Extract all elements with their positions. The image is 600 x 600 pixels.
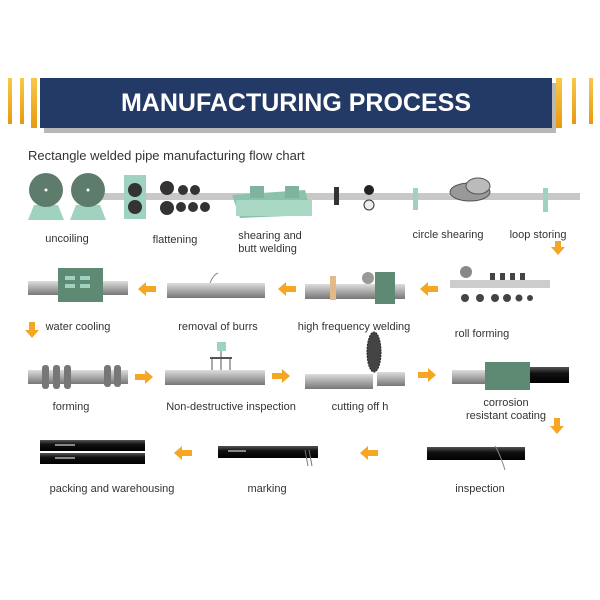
arrow-left-icon [174, 446, 192, 460]
label-line: corrosion [483, 397, 529, 409]
arrow-left-icon [138, 282, 156, 296]
step-label-forming: forming [52, 401, 90, 413]
ndi-machine [165, 342, 265, 385]
steel-strip [100, 193, 580, 200]
arrow-right-icon [418, 368, 436, 382]
step-label-roll-forming: roll forming [454, 328, 510, 340]
gold-stripe [589, 78, 593, 124]
step-label-removal-of-burrs: removal of burrs [178, 321, 258, 333]
gold-stripe [31, 78, 37, 128]
deburring-pipe [167, 272, 265, 298]
arrow-down-icon [551, 241, 565, 255]
hf-welding-machine [305, 272, 405, 304]
arrow-right-icon [135, 370, 153, 384]
arrow-right-icon [272, 369, 290, 383]
label-line: shearing and [238, 230, 302, 242]
arrow-down-icon [25, 322, 39, 338]
roll-forming-machine [450, 266, 550, 302]
inspection-pipe [427, 445, 525, 471]
gold-stripe [20, 78, 24, 124]
cutters [334, 185, 375, 211]
label-line: butt welding [238, 243, 297, 255]
arrow-left-icon [420, 282, 438, 296]
loop-storing-stand [543, 188, 548, 212]
gold-stripe [556, 78, 562, 128]
page-title: MANUFACTURING PROCESS [120, 89, 471, 117]
shearing-welding-machine [232, 186, 312, 218]
step-label-hf-welding: high frequency welding [297, 321, 411, 333]
gold-stripe [8, 78, 12, 124]
arrow-down-icon [550, 418, 564, 434]
title-banner: MANUFACTURING PROCESS [40, 78, 552, 128]
flattening-rollers [124, 175, 210, 219]
step-label-uncoiling: uncoiling [45, 233, 89, 245]
forming-rollers [28, 365, 128, 389]
flow-arrows [25, 241, 565, 460]
coating-machine [452, 362, 569, 390]
step-label-marking: marking [247, 483, 287, 495]
step-label-flattening: flattening [152, 234, 198, 246]
step-label-loop-storing: loop storing [509, 229, 567, 241]
step-label-packing: packing and warehousing [49, 483, 175, 495]
uncoiling-machine [28, 173, 106, 220]
step-label-circle-shearing: circle shearing [412, 229, 484, 241]
step-label-water-cooling: water cooling [45, 321, 111, 333]
cutting-saw [305, 331, 405, 389]
marking-pipe [218, 446, 318, 467]
subtitle: Rectangle welded pipe manufacturing flow… [28, 148, 305, 163]
arrow-left-icon [360, 446, 378, 460]
water-cooling-machine [28, 268, 128, 302]
step-label-ndi: Non-destructive inspection [166, 401, 296, 413]
circle-shearing-machine [413, 177, 491, 210]
packed-pipes [40, 440, 145, 464]
arrow-left-icon [278, 282, 296, 296]
step-label-inspection: inspection [455, 483, 505, 495]
gold-stripe [572, 78, 576, 124]
label-line: resistant coating [465, 410, 547, 422]
step-label-cutting: cutting off h [331, 401, 389, 413]
